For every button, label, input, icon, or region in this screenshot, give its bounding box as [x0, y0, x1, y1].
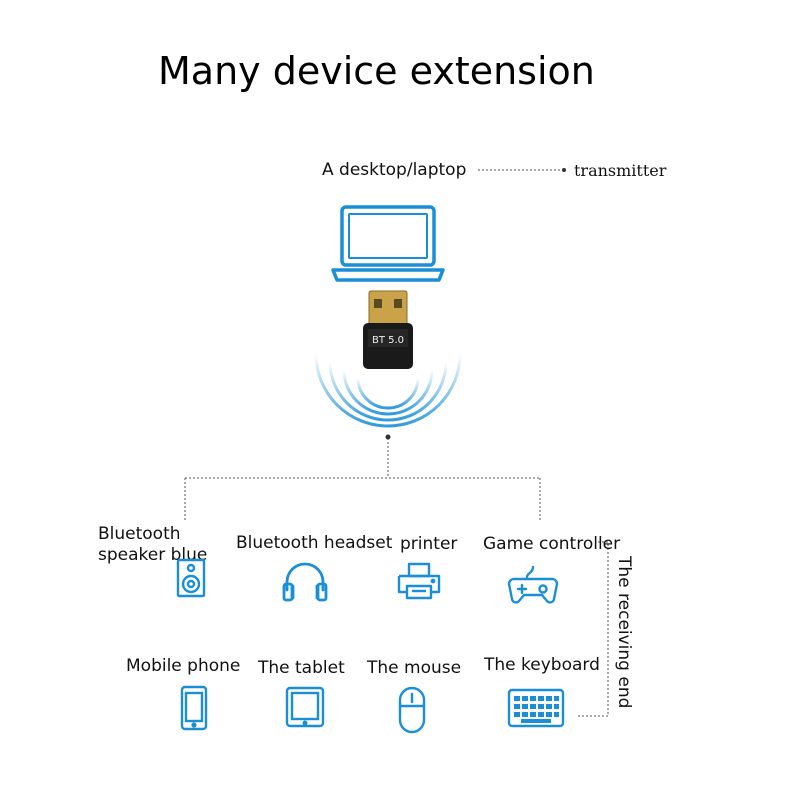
- printer-label: printer: [400, 534, 458, 554]
- transmitter-label: transmitter: [574, 161, 667, 180]
- tablet-icon: [285, 686, 325, 728]
- receiving-bracket-line: [576, 541, 609, 717]
- mouse-label: The mouse: [367, 658, 462, 678]
- transmitter-dot: [562, 168, 566, 172]
- printer-icon: [397, 562, 441, 600]
- gamepad-icon: [507, 565, 559, 604]
- trunk-dot: [385, 434, 391, 440]
- mouse-icon: [398, 686, 426, 734]
- speaker-icon: [176, 558, 206, 598]
- keyboard-label: The keyboard: [484, 655, 600, 675]
- game-controller-label: Game controller: [483, 534, 621, 554]
- headset-label: Bluetooth headset: [236, 533, 393, 553]
- laptop-icon: [331, 205, 445, 282]
- diagram-title: Many device extension: [158, 49, 595, 93]
- receiving-end-label: The receiving end: [614, 556, 634, 709]
- phone-icon: [180, 685, 208, 731]
- speaker-label-line1: Bluetooth: [98, 524, 181, 544]
- signal-waves-icon: [314, 352, 462, 428]
- tablet-label: The tablet: [258, 658, 345, 678]
- headphones-icon: [282, 562, 328, 602]
- keyboard-icon: [507, 688, 565, 728]
- source-label: A desktop/laptop: [322, 160, 467, 180]
- bluetooth-dongle: BT 5.0: [363, 290, 413, 369]
- mobile-phone-label: Mobile phone: [126, 656, 241, 676]
- dongle-label: BT 5.0: [372, 335, 404, 346]
